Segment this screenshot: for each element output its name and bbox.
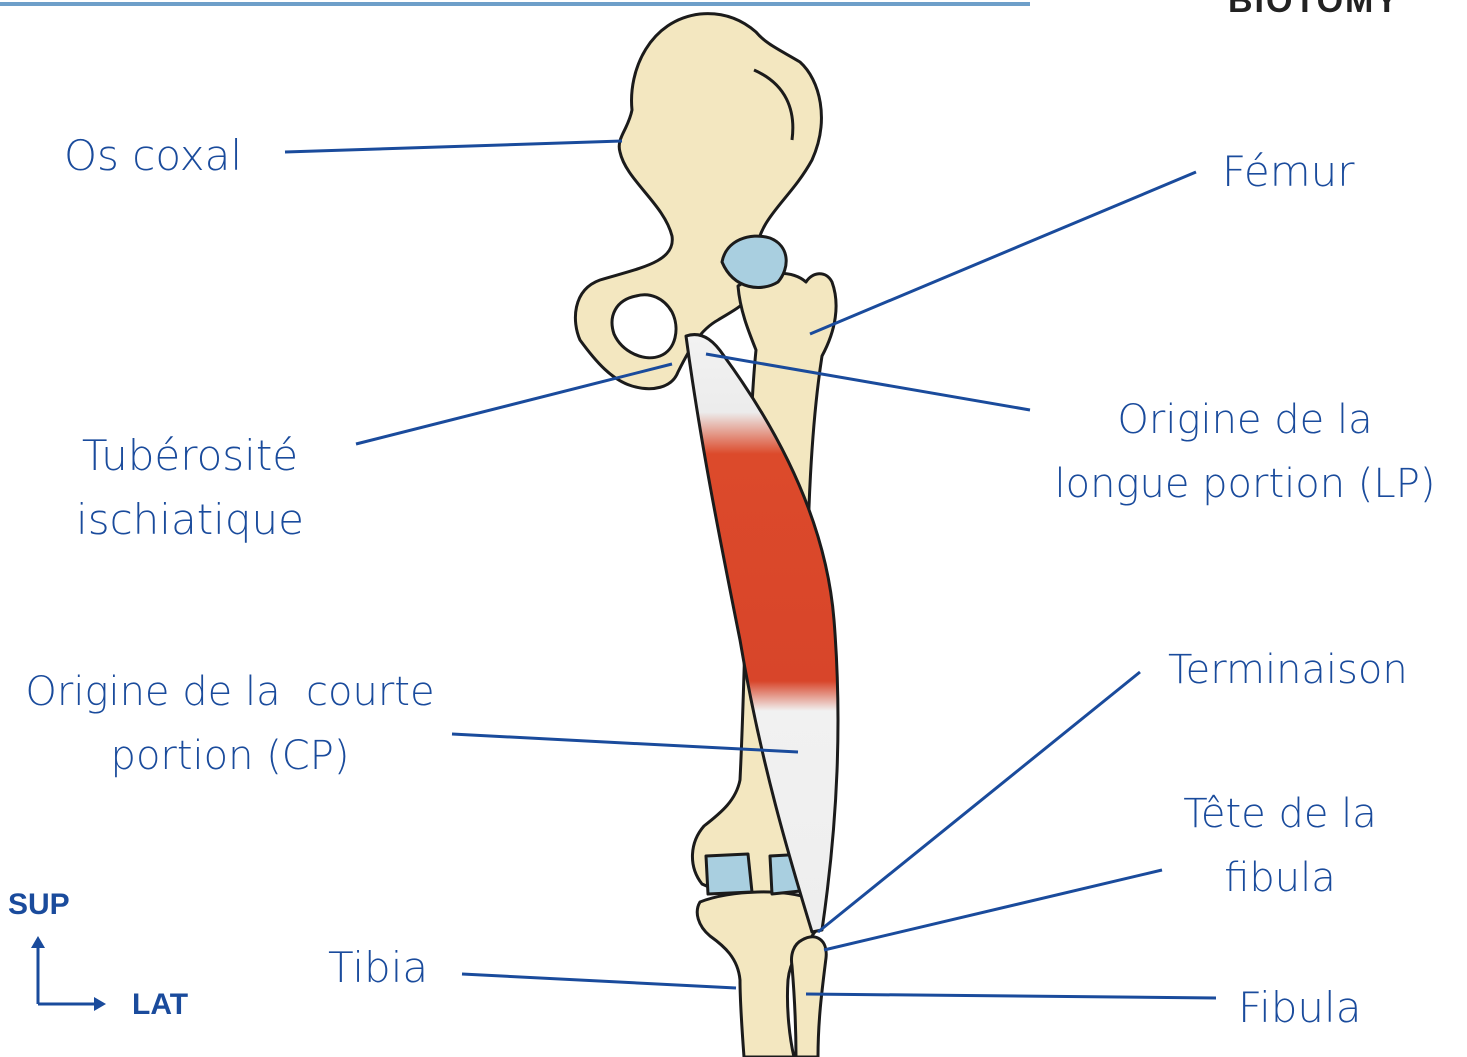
fibula-shape (791, 937, 826, 1057)
orientation-axes (31, 936, 106, 1011)
label-origine-lp-line2: longue portion (LP) (1020, 452, 1467, 516)
label-femur: Fémur (1222, 140, 1355, 204)
label-origine-cp-line2: portion (CP) (0, 724, 460, 788)
label-tete-fibula-line2: fibula (1150, 846, 1410, 910)
label-origine-cp-line1: Origine de la courte (0, 660, 460, 724)
label-tete-fibula-line1: Tête de la (1150, 782, 1410, 846)
leader-tibia (462, 974, 736, 988)
label-tuberosite-line2: ischiatique (60, 488, 320, 552)
label-fibula: Fibula (1238, 976, 1361, 1040)
leader-terminaison (818, 672, 1140, 932)
label-tuberosite-line1: Tubérosité (60, 424, 320, 488)
label-origine-lp: Origine de la longue portion (LP) (1020, 388, 1467, 516)
lat-arrowhead (94, 997, 106, 1011)
label-tete-fibula: Tête de la fibula (1150, 782, 1410, 910)
label-os-coxal: Os coxal (64, 124, 242, 188)
leader-fibula (806, 994, 1216, 998)
label-tibia: Tibia (328, 936, 428, 1000)
brand-logo: BIOTOMY (1228, 0, 1400, 21)
knee-cartilage-medial (706, 854, 752, 894)
leader-femur (810, 172, 1196, 334)
label-tuberosite: Tubérosité ischiatique (60, 424, 320, 552)
label-origine-lp-line1: Origine de la (1020, 388, 1467, 452)
leader-tuberosite (356, 364, 672, 444)
sup-arrowhead (31, 936, 45, 948)
orientation-lat-label: LAT (132, 988, 188, 1022)
label-terminaison: Terminaison (1168, 638, 1408, 702)
orientation-sup-label: SUP (8, 888, 70, 922)
label-origine-cp: Origine de la courte portion (CP) (0, 660, 460, 788)
leader-tete-fibula (824, 870, 1162, 950)
leader-os-coxal (285, 141, 622, 152)
